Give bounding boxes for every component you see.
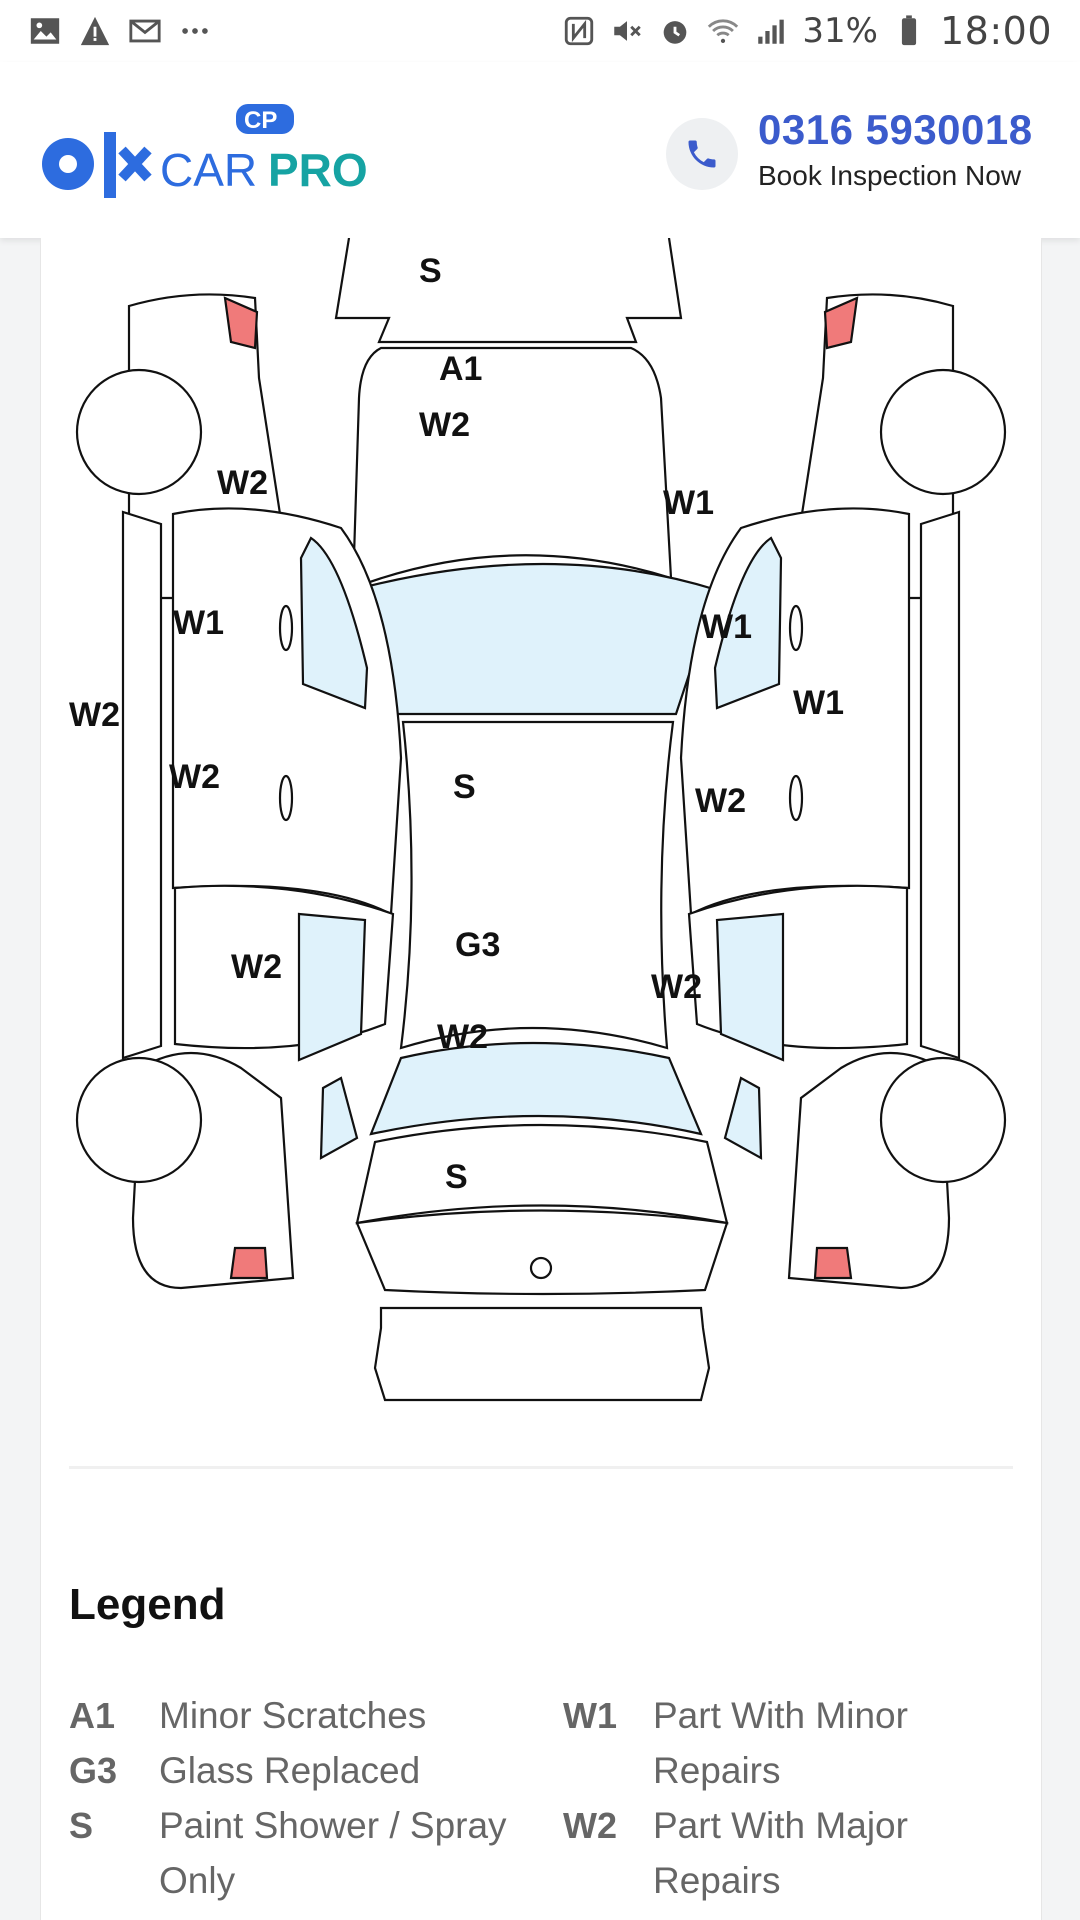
alarm-icon [664, 21, 687, 44]
legend-item: A1 Minor Scratches [69, 1688, 539, 1743]
label-right-front-door: W1 [701, 608, 752, 646]
legend-item: G3 Glass Replaced [69, 1743, 539, 1798]
label-trunk: W2 [437, 1018, 488, 1056]
windshield-glass [351, 562, 719, 716]
gallery-icon [30, 18, 60, 44]
brand-pro: PRO [268, 144, 368, 196]
hood-part [351, 346, 673, 590]
right-rear-window [715, 912, 785, 1062]
olx-carpro-logo[interactable]: CAR PRO CP [38, 98, 398, 218]
legend-item: W2 Part With Major Repairs [563, 1798, 1033, 1908]
battery-percent: 31% [802, 11, 878, 51]
inspection-card: S A1 W2 W2 W1 W2 W2 W2 S G3 W2 S W1 W1 W… [40, 238, 1042, 1920]
left-rear-wheel [75, 1056, 203, 1184]
label-left-front-door: W1 [173, 604, 224, 642]
roof-front-part [334, 238, 683, 344]
trunk-part [355, 1123, 729, 1225]
label-rear-glass: G3 [455, 926, 500, 964]
label-left-rear-fender: W2 [231, 948, 282, 986]
label-right-rear-door: W2 [695, 782, 746, 820]
legend-col-left: A1 Minor Scratches G3 Glass Replaced S P… [69, 1688, 539, 1908]
phone-icon-wrap[interactable] [666, 118, 738, 190]
status-right: 31% 18:00 [562, 9, 1052, 53]
more-icon [182, 28, 208, 34]
left-front-window [299, 536, 369, 710]
nfc-icon [565, 16, 594, 46]
battery-icon [901, 15, 917, 46]
brand-badge: CP [244, 107, 277, 134]
label-hood-w2: W2 [419, 406, 470, 444]
rear-bumper-part [373, 1306, 711, 1402]
car-damage-diagram: S A1 W2 W2 W1 W2 W2 W2 S G3 W2 S W1 W1 W… [69, 238, 1007, 1402]
right-quarter-glass [723, 1076, 763, 1160]
label-left-rocker: W2 [69, 696, 120, 734]
label-rear-bumper: S [445, 1158, 468, 1196]
legend-code: W2 [563, 1805, 617, 1846]
label-right-front-fender: W1 [663, 484, 714, 522]
left-front-wheel [75, 368, 203, 496]
right-front-handle [788, 604, 804, 652]
signal-icon [758, 19, 785, 44]
legend-desc: Glass Replaced [159, 1750, 421, 1791]
rear-lower-part [355, 1209, 729, 1296]
left-rocker-panel [121, 510, 163, 1060]
roof-center-part [399, 720, 675, 1050]
legend-code: A1 [69, 1695, 116, 1736]
status-left [28, 14, 212, 48]
legend-code: S [69, 1805, 94, 1846]
label-left-front-fender: W2 [217, 464, 268, 502]
legend-code: W1 [563, 1695, 617, 1736]
right-front-wheel [879, 368, 1007, 496]
right-rear-wheel [879, 1056, 1007, 1184]
status-bar: 31% 18:00 [0, 0, 1080, 62]
left-taillight [229, 1246, 269, 1280]
gmail-icon [129, 19, 161, 43]
label-roof-front: S [419, 252, 442, 290]
legend-desc: Part With Minor Repairs [653, 1695, 908, 1791]
badge-circle [529, 1256, 553, 1280]
right-rocker-panel [919, 510, 961, 1060]
divider [69, 1466, 1013, 1469]
phone-number[interactable]: 0316 5930018 [758, 106, 1033, 153]
legend-code: G3 [69, 1750, 118, 1791]
legend-title: Legend [69, 1580, 226, 1629]
right-taillight [813, 1246, 853, 1280]
call-to-action[interactable]: 0316 5930018 Book Inspection Now [666, 102, 1046, 212]
brand-car: CAR [160, 144, 257, 196]
legend-desc: Minor Scratches [159, 1695, 427, 1736]
mute-icon [614, 21, 642, 41]
right-front-window [713, 536, 783, 710]
phone-icon [688, 140, 716, 168]
legend-item: S Paint Shower / Spray Only [69, 1798, 539, 1908]
label-left-rear-door: W2 [169, 758, 220, 796]
left-headlight [223, 296, 259, 350]
rear-glass [369, 1041, 703, 1136]
label-right-rocker: W1 [793, 684, 844, 722]
legend-desc: Part With Major Repairs [653, 1805, 908, 1901]
left-front-handle [278, 604, 294, 652]
legend-col-right: W1 Part With Minor Repairs W2 Part With … [563, 1688, 1033, 1908]
clock: 18:00 [939, 9, 1052, 53]
book-inspection-link[interactable]: Book Inspection Now [758, 160, 1022, 191]
warning-icon [80, 16, 110, 46]
right-headlight [823, 296, 859, 350]
legend-desc: Paint Shower / Spray Only [159, 1805, 507, 1901]
left-rear-handle [278, 774, 294, 822]
label-hood-a1: A1 [439, 350, 482, 388]
app-header: CAR PRO CP 0316 5930018 Book Inspection … [0, 62, 1080, 238]
right-rear-handle [788, 774, 804, 822]
label-right-rear-fender: W2 [651, 968, 702, 1006]
label-roof-center: S [453, 768, 476, 806]
left-rear-window [297, 912, 367, 1062]
left-quarter-glass [319, 1076, 359, 1160]
legend-item: W1 Part With Minor Repairs [563, 1688, 1033, 1798]
wifi-icon [708, 19, 739, 44]
